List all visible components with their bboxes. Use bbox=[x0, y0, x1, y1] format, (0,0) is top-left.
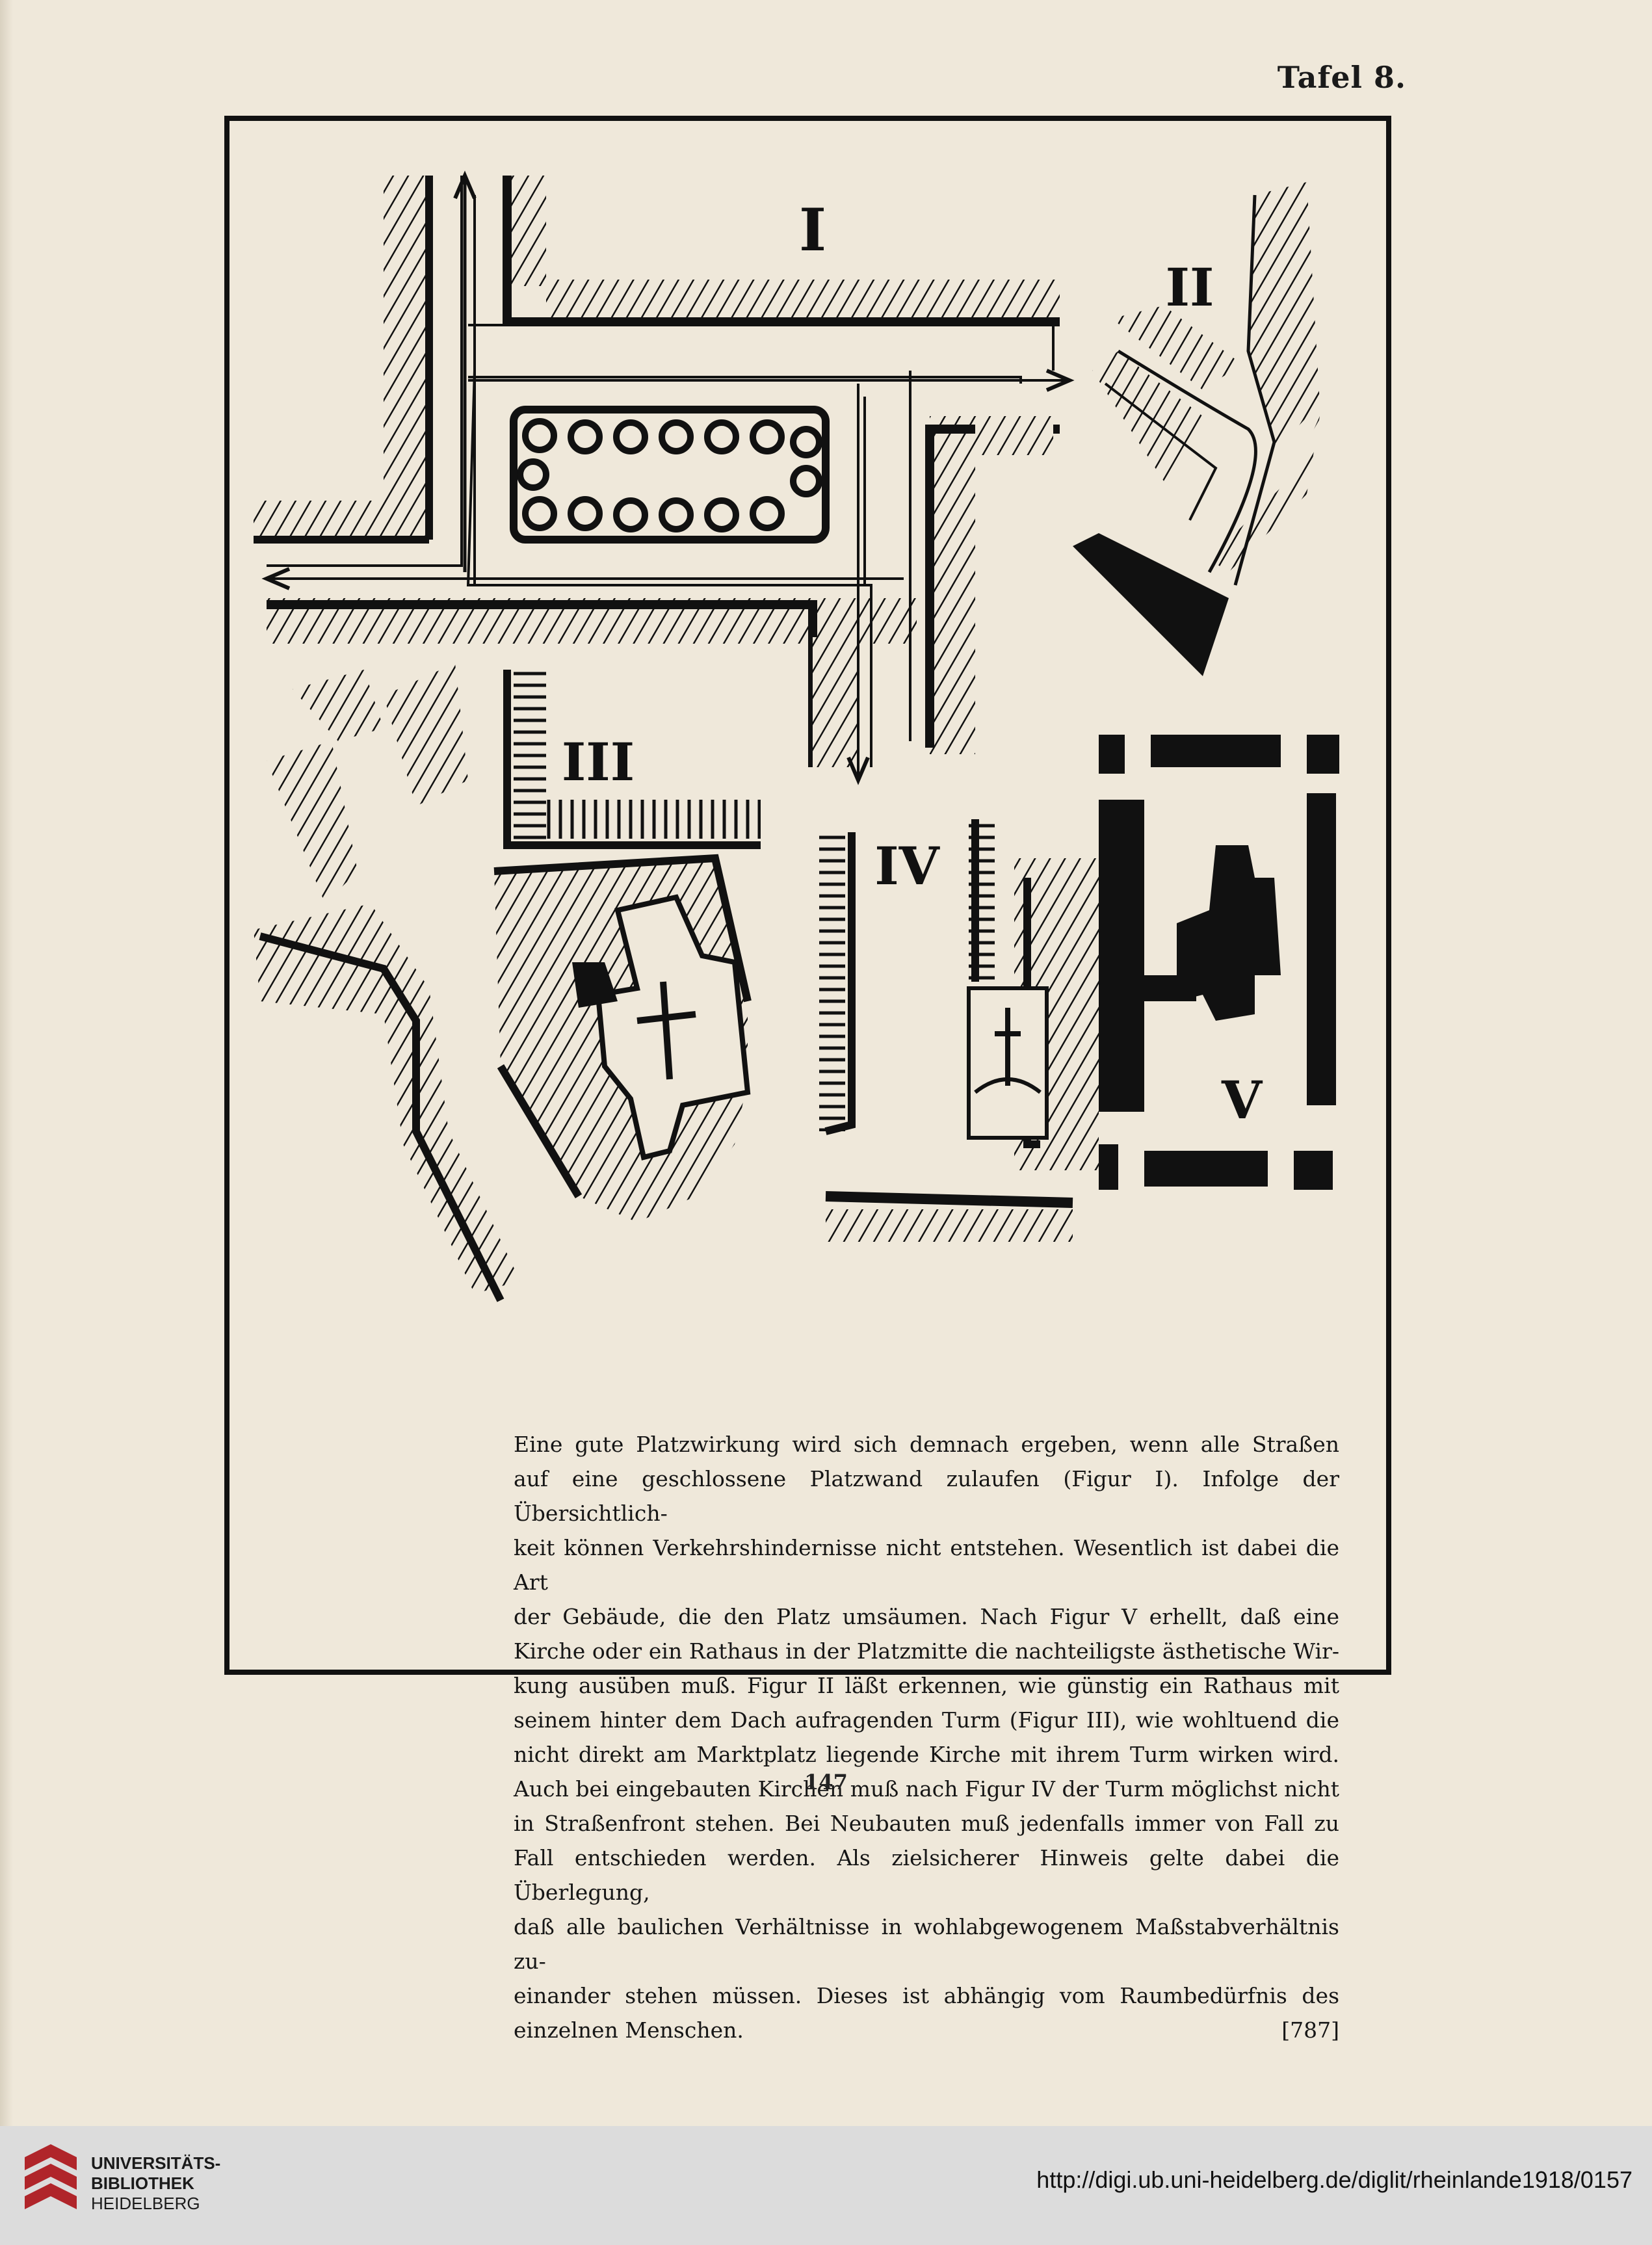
page-fold-shadow bbox=[0, 0, 13, 2126]
plate-label: Tafel 8. bbox=[1277, 60, 1406, 95]
fig1-trees bbox=[517, 418, 822, 532]
caption-line: Eine gute Platzwirkung wird sich demnach… bbox=[514, 1432, 1339, 1457]
caption-line: der Gebäude, die den Platz umsäumen. Nac… bbox=[514, 1604, 1339, 1629]
figure-4-plan: IV bbox=[819, 819, 1099, 1242]
figure-1-plan: I bbox=[254, 170, 1075, 785]
caption-line: Auch bei eingebauten Kirchen muß nach Fi… bbox=[514, 1776, 1339, 1802]
caption-line: einzelnen Menschen.[787] bbox=[514, 2013, 1339, 2047]
fig4-label: IV bbox=[874, 835, 940, 897]
caption-line: in Straßenfront stehen. Bei Neubauten mu… bbox=[514, 1811, 1339, 1836]
source-url-link[interactable]: http://digi.ub.uni-heidelberg.de/diglit/… bbox=[1036, 2166, 1632, 2193]
fig5-block bbox=[1099, 735, 1125, 774]
fig1-building-west bbox=[384, 176, 429, 540]
fig3-building-southwest bbox=[254, 904, 520, 1294]
library-footer: UNIVERSITÄTS- BIBLIOTHEK HEIDELBERG http… bbox=[0, 2126, 1652, 2245]
caption-line: Fall entschieden werden. Als zielsichere… bbox=[514, 1845, 1339, 1905]
fig5-church bbox=[1177, 845, 1281, 1021]
caption-line: Kirche oder ein Rathaus in der Platzmitt… bbox=[514, 1638, 1339, 1664]
town-square-figures: I II III bbox=[254, 170, 1339, 1302]
caption-line: nicht direkt am Marktplatz liegende Kirc… bbox=[514, 1742, 1339, 1767]
page-number: 147 bbox=[804, 1770, 848, 1794]
library-name-line3: HEIDELBERG bbox=[91, 2194, 200, 2213]
caption-reference: [787] bbox=[1281, 2017, 1339, 2043]
caption-line: einander stehen müssen. Dieses ist abhän… bbox=[514, 1983, 1339, 2008]
caption-line: seinem hinter dem Dach aufragenden Turm … bbox=[514, 1707, 1339, 1733]
figure-3-plan: III bbox=[254, 663, 761, 1302]
figure-2-plan: II bbox=[1073, 182, 1320, 676]
fig1-building-southwest bbox=[254, 501, 429, 540]
scanned-page: Tafel 8. bbox=[0, 0, 1652, 2126]
library-name: UNIVERSITÄTS- BIBLIOTHEK HEIDELBERG bbox=[91, 2153, 220, 2214]
caption-line: keit können Verkehrshindernisse nicht en… bbox=[514, 1535, 1339, 1595]
fig5-building-west bbox=[1099, 800, 1144, 1112]
fig3-town-hall-tower bbox=[572, 962, 618, 1008]
caption-line: daß alle baulichen Verhältnisse in wohla… bbox=[514, 1914, 1339, 1974]
illustration-frame bbox=[224, 116, 1391, 1675]
fig1-building-east bbox=[930, 416, 975, 754]
fig5-building-east bbox=[1307, 793, 1336, 1105]
figure-5-plan: V bbox=[1099, 735, 1339, 1190]
caption-text: Eine gute Platzwirkung wird sich demnach… bbox=[514, 1427, 1339, 2047]
caption-line: auf eine geschlossene Platzwand zulaufen… bbox=[514, 1466, 1339, 1526]
fig3-label: III bbox=[562, 731, 635, 793]
fig5-label: V bbox=[1221, 1070, 1263, 1131]
fig1-building-north bbox=[507, 176, 546, 286]
library-logo-icon bbox=[25, 2144, 77, 2209]
fig1-planted-square bbox=[510, 406, 830, 544]
fig2-label: II bbox=[1166, 257, 1214, 318]
library-name-line1: UNIVERSITÄTS- bbox=[91, 2153, 221, 2173]
fig1-label: I bbox=[799, 196, 826, 265]
caption-line: kung ausüben muß. Figur II läßt erkennen… bbox=[514, 1673, 1339, 1698]
fig2-town-hall bbox=[1073, 533, 1229, 676]
library-name-line2: BIBLIOTHEK bbox=[91, 2173, 194, 2193]
